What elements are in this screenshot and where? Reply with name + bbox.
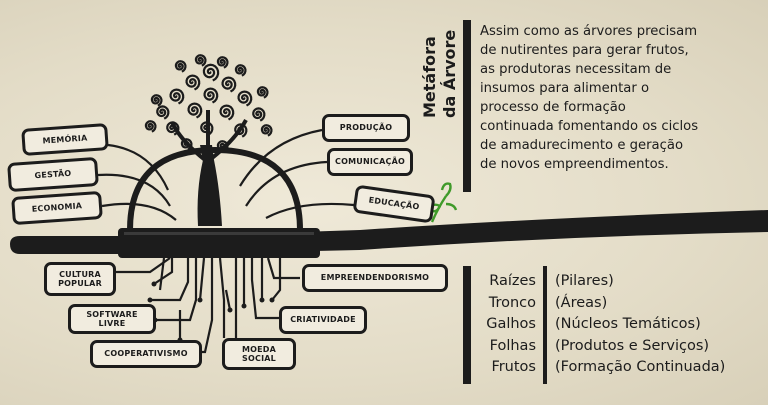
label-software-livre-line1: SOFTWARE <box>86 309 138 319</box>
legend-meaning: (Formação Continuada) <box>555 359 726 375</box>
label-empreendedorismo: EMPREENDENDORISMO <box>302 264 448 292</box>
leaf-spiral <box>221 76 237 93</box>
leaf-spiral <box>150 94 163 107</box>
paragraph-line: de amadurecimento e geração <box>480 138 684 153</box>
label-cultura-popular-line1: CULTURA <box>59 269 101 279</box>
label-cooperativismo: COOPERATIVISMO <box>90 340 202 368</box>
label-software-livre: SOFTWARE LIVRE <box>68 304 156 334</box>
paragraph-line: insumos para alimentar o <box>480 81 650 96</box>
branch-arc <box>127 146 303 231</box>
trunk-base <box>118 228 320 258</box>
legend-divider-left <box>463 266 471 384</box>
leaf-spiral <box>237 90 253 107</box>
leaf-spiral <box>200 121 214 136</box>
leaf-spiral <box>234 123 248 138</box>
leaf-spiral <box>260 124 273 137</box>
leaf-spiral <box>194 54 207 67</box>
legend-term: Folhas <box>489 337 536 354</box>
leaf-spiral <box>216 140 229 153</box>
paragraph-line: de novos empreendimentos. <box>480 157 669 172</box>
label-cultura-popular-line2: POPULAR <box>58 279 102 288</box>
paragraph-line: processo de formação <box>480 100 626 115</box>
leaf-spiral <box>187 102 203 119</box>
leaf-spiral <box>180 138 193 151</box>
title-line2: da Árvore <box>440 29 459 118</box>
label-producao: PRODUÇÃO <box>322 114 410 142</box>
label-moeda-social: MOEDA SOCIAL <box>222 338 296 370</box>
paragraph-line: continuada fomentando os ciclos <box>480 119 699 134</box>
legend-meaning: (Pilares) <box>555 273 614 289</box>
trunk <box>197 145 222 226</box>
legend-divider-mid <box>543 266 547 384</box>
legend-meaning: (Núcleos Temáticos) <box>555 316 701 332</box>
leaf-spiral <box>256 86 269 99</box>
leaf-spiral <box>185 74 201 91</box>
legend-terms: Raízes Tronco Galhos Folhas Frutos <box>470 271 536 379</box>
label-moeda-social-line1: MOEDA <box>241 344 277 354</box>
legend-term: Galhos <box>486 316 536 332</box>
leaf-spiral <box>166 121 180 136</box>
legend-term: Frutos <box>491 359 536 375</box>
title-divider <box>463 20 471 192</box>
legend-meanings: (Pilares) (Áreas) (Núcleos Temáticos) (P… <box>555 271 765 379</box>
root-lines <box>100 257 300 354</box>
page-title: Metáfora da Árvore <box>420 18 466 120</box>
leaf-spiral <box>202 63 220 82</box>
label-software-livre-line2: LIVRE <box>98 319 126 328</box>
paragraph-line: de nutirentes para gerar frutos, <box>480 43 689 58</box>
leaf-spiral <box>252 107 266 122</box>
leaf-spiral <box>156 105 170 120</box>
leaf-spiral <box>219 104 235 121</box>
leaf-spiral <box>234 64 247 77</box>
label-cultura-popular: CULTURA POPULAR <box>44 262 116 296</box>
canopy-spirals <box>144 54 273 153</box>
leaf-spiral <box>169 88 185 105</box>
label-criatividade: CRIATIVIDADE <box>279 306 367 334</box>
legend-meaning: (Produtos e Serviços) <box>555 337 710 354</box>
branch-lines <box>97 128 355 221</box>
paragraph-line: as produtoras necessitam de <box>480 62 672 77</box>
leaf-spiral <box>203 87 219 104</box>
paragraph-line: Assim como as árvores precisam <box>480 24 698 39</box>
leaf-spiral <box>144 120 157 133</box>
legend-term: Raízes <box>489 273 536 289</box>
title-line1: Metáfora <box>420 36 439 118</box>
legend-meaning: (Áreas) <box>555 294 608 311</box>
legend-term: Tronco <box>488 294 536 311</box>
label-comunicacao: COMUNICAÇÃO <box>327 148 413 176</box>
label-moeda-social-line2: SOCIAL <box>242 354 276 363</box>
description-paragraph: Assim como as árvores precisam de nutire… <box>480 22 768 174</box>
leaf-spiral <box>174 60 187 73</box>
leaf-spiral <box>216 56 229 69</box>
